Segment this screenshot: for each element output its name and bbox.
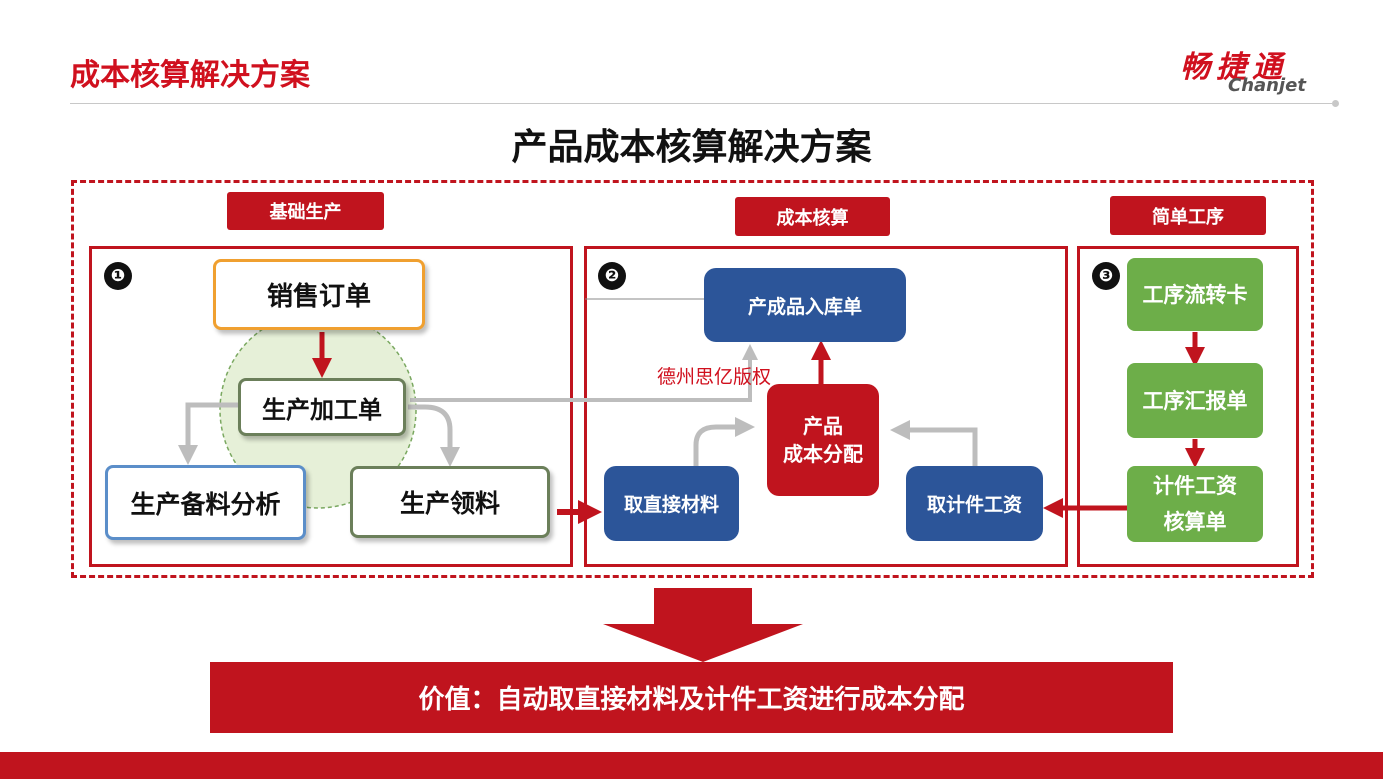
piece-wage-calc-line2: 核算单 bbox=[1163, 510, 1227, 534]
value-statement-bar: 价值：自动取直接材料及计件工资进行成本分配 bbox=[210, 662, 1173, 733]
cost-allocation-line2: 成本分配 bbox=[783, 442, 863, 466]
node-material-analysis: 生产备料分析 bbox=[105, 465, 306, 540]
header-divider-dot bbox=[1332, 100, 1339, 107]
panel-basic-production bbox=[89, 246, 573, 567]
badge-step-2: ❷ bbox=[598, 262, 626, 290]
node-finished-receipt: 产成品入库单 bbox=[704, 268, 906, 342]
big-down-arrow bbox=[603, 588, 803, 662]
tag-simple-process: 简单工序 bbox=[1110, 196, 1266, 235]
page-header-title: 成本核算解决方案 bbox=[70, 58, 310, 93]
node-piece-wage: 取计件工资 bbox=[906, 466, 1043, 541]
arrow-direct-material-to-alloc bbox=[693, 417, 755, 466]
arrow-production-to-analysis bbox=[178, 402, 238, 465]
diagram-title: 产品成本核算解决方案 bbox=[511, 127, 872, 168]
arrow-production-to-picking bbox=[408, 404, 460, 467]
node-material-picking: 生产领料 bbox=[350, 466, 550, 538]
node-piece-wage-calc: 计件工资 核算单 bbox=[1127, 466, 1263, 542]
badge-step-3: ❸ bbox=[1092, 262, 1120, 290]
footer-band bbox=[0, 752, 1383, 779]
node-direct-material: 取直接材料 bbox=[604, 466, 739, 541]
brand-logo-en: Chanjet bbox=[1228, 75, 1306, 96]
node-sales-order: 销售订单 bbox=[213, 259, 425, 330]
copyright-watermark: 德州思亿版权 bbox=[657, 366, 772, 388]
node-production-order: 生产加工单 bbox=[238, 378, 406, 436]
solution-frame bbox=[71, 180, 1314, 578]
header-divider bbox=[70, 103, 1332, 104]
badge-step-1: ❶ bbox=[104, 262, 132, 290]
node-process-card: 工序流转卡 bbox=[1127, 258, 1263, 331]
cost-allocation-line1: 产品 bbox=[803, 414, 843, 438]
arrow-production-to-receipt bbox=[410, 344, 758, 402]
piece-wage-calc-line1: 计件工资 bbox=[1153, 474, 1237, 498]
node-cost-allocation: 产品 成本分配 bbox=[767, 384, 879, 496]
arrow-piece-wage-to-alloc bbox=[890, 420, 978, 466]
brand-logo-cn: 畅捷通 bbox=[1180, 50, 1288, 85]
node-process-report: 工序汇报单 bbox=[1127, 363, 1263, 438]
tag-basic-production: 基础生产 bbox=[227, 192, 384, 230]
tag-cost-accounting: 成本核算 bbox=[735, 197, 890, 236]
